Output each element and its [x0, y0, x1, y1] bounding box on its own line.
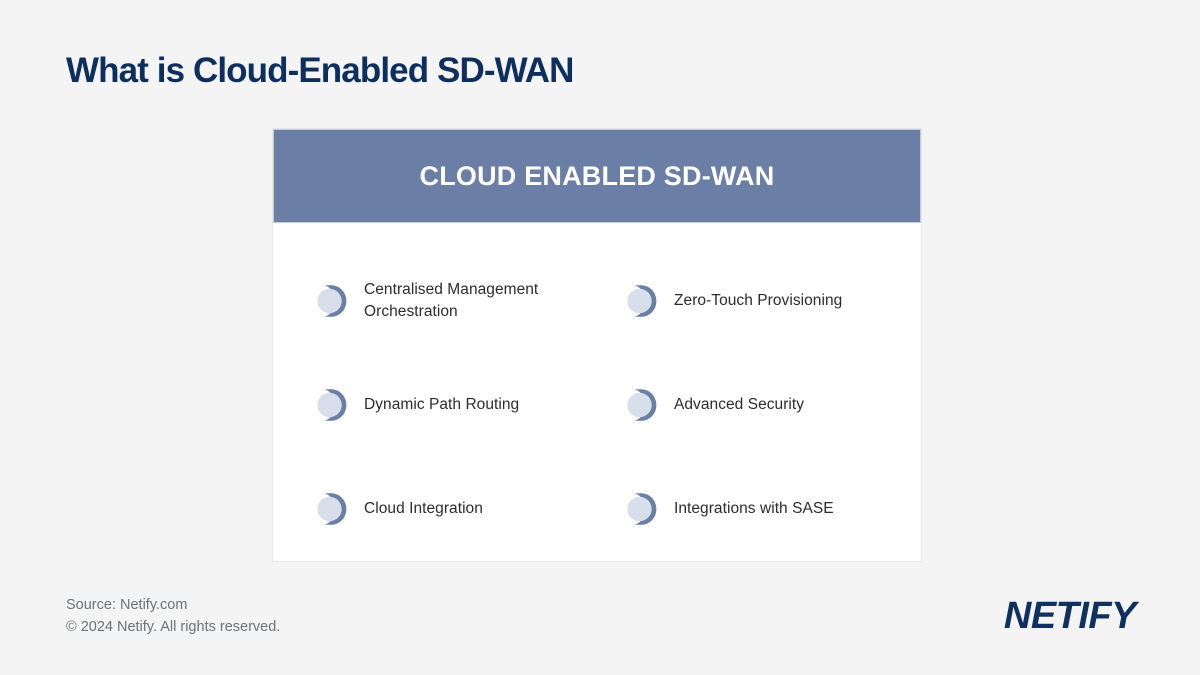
- source-text: Source: Netify.com: [66, 597, 188, 613]
- feature-item-label: Integrations with SASE: [674, 500, 834, 517]
- netify-logo: NETIFY: [1003, 595, 1137, 637]
- feature-item-label: Zero-Touch Provisioning: [674, 292, 843, 309]
- crescent-arrow-icon: [317, 285, 347, 317]
- feature-item-integrations-with-sase: Integrations with SASE: [581, 457, 921, 561]
- footer-credits: Source: Netify.com © 2024 Netify. All ri…: [66, 594, 280, 639]
- feature-item-dynamic-path-routing: Dynamic Path Routing: [273, 353, 581, 457]
- crescent-arrow-icon: [317, 493, 347, 525]
- feature-list: Centralised Management Orchestration Zer…: [273, 223, 921, 561]
- copyright-text: © 2024 Netify. All rights reserved.: [66, 619, 281, 636]
- card-header: CLOUD ENABLED SD-WAN: [273, 129, 921, 223]
- feature-card: CLOUD ENABLED SD-WAN Centralised Managem…: [273, 129, 921, 561]
- crescent-arrow-icon: [627, 285, 657, 317]
- feature-item-cloud-integration: Cloud Integration: [273, 457, 581, 561]
- feature-item-advanced-security: Advanced Security: [581, 353, 921, 457]
- crescent-arrow-icon: [317, 389, 347, 421]
- feature-item-label: Cloud Integration: [364, 500, 483, 517]
- feature-item-label: Advanced Security: [674, 396, 805, 413]
- feature-item-centralised-management-orchestration: Centralised Management Orchestration: [273, 249, 581, 353]
- page-title: What is Cloud-Enabled SD-WAN: [66, 51, 574, 90]
- feature-item-label: Centralised Management Orchestration: [364, 281, 539, 320]
- feature-item-label: Dynamic Path Routing: [364, 396, 520, 413]
- crescent-arrow-icon: [627, 389, 657, 421]
- card-header-title: CLOUD ENABLED SD-WAN: [419, 160, 775, 191]
- feature-item-zero-touch-provisioning: Zero-Touch Provisioning: [581, 249, 921, 353]
- crescent-arrow-icon: [627, 493, 657, 525]
